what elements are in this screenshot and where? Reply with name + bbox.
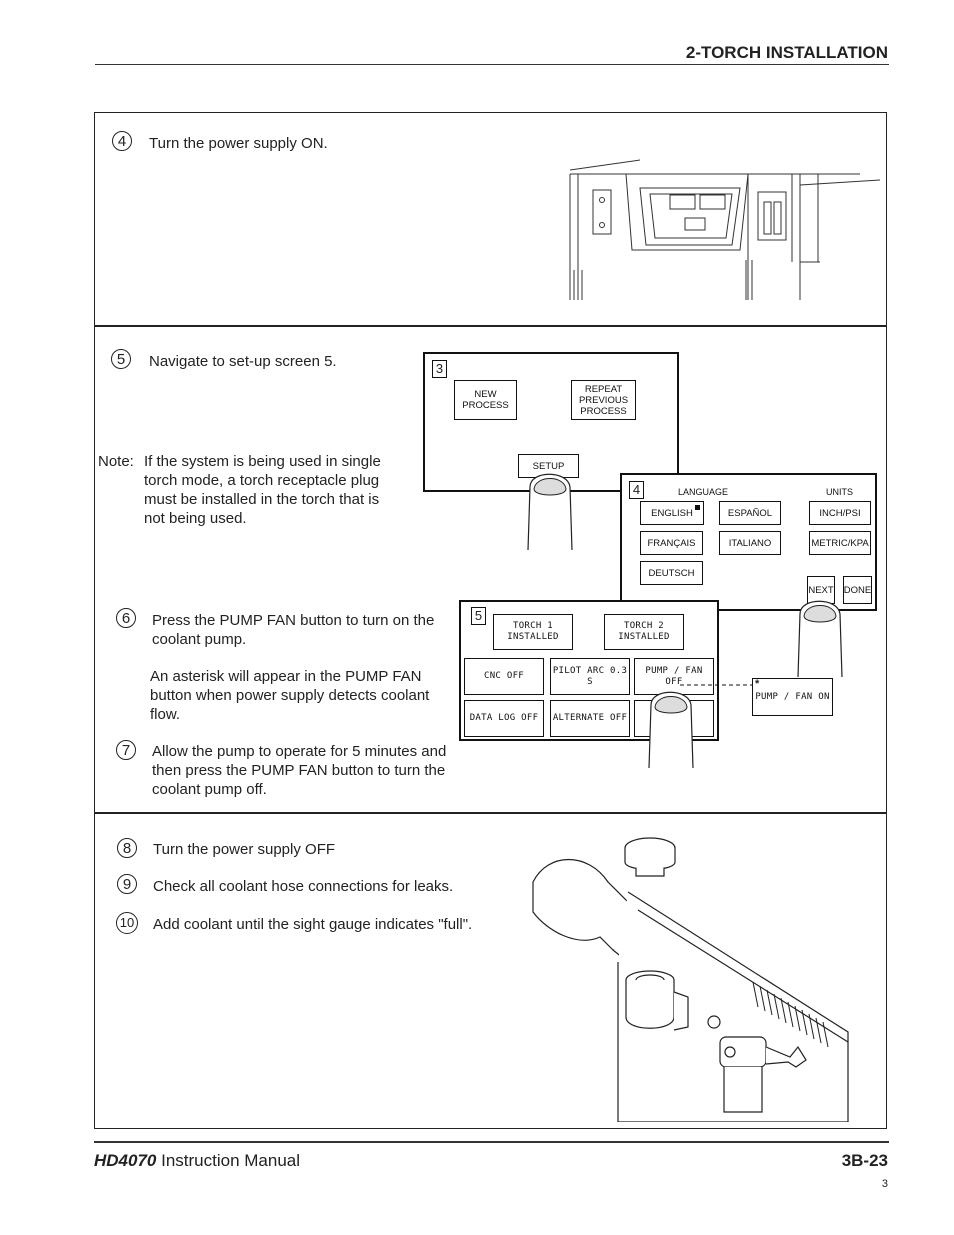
step9-number: 9 (117, 874, 137, 894)
footer-manual-label: Instruction Manual (156, 1151, 301, 1170)
data-log-button[interactable]: DATA LOG OFF (464, 700, 544, 737)
step5-number: 5 (111, 349, 131, 369)
step6-subtext: An asterisk will appear in the PUMP FAN … (150, 668, 430, 723)
step6-number: 6 (116, 608, 136, 628)
section-title: 2-TORCH INSTALLATION (685, 43, 888, 62)
espanol-button[interactable]: ESPAÑOL (719, 501, 781, 525)
alternate-button[interactable]: ALTERNATE OFF (550, 700, 630, 737)
francais-button[interactable]: FRANÇAIS (640, 531, 703, 555)
torch2-installed-button[interactable]: TORCH 2 INSTALLED (604, 614, 684, 650)
footer-model: HD4070 (94, 1151, 157, 1170)
done-button[interactable]: DONE (843, 576, 872, 604)
inch-psi-button[interactable]: INCH/PSI (809, 501, 871, 525)
selected-indicator (695, 505, 700, 510)
step7-text: Allow the pump to operate for 5 minutes … (152, 743, 447, 798)
step5-text: Navigate to set-up screen 5. (149, 353, 337, 370)
pump-fan-on-button[interactable]: PUMP / FAN ON (752, 678, 833, 716)
step4-text: Turn the power supply ON. (149, 135, 328, 152)
coolant-reservoir-illustration (532, 837, 849, 1122)
note-label: Note: (98, 453, 134, 470)
metric-kpa-button[interactable]: METRIC/KPA (809, 531, 871, 555)
step8-10-panel (94, 812, 887, 1129)
units-label: UNITS (826, 487, 853, 497)
pilot-arc-button[interactable]: PILOT ARC 0.3 S (550, 658, 630, 695)
repeat-previous-process-button[interactable]: REPEAT PREVIOUS PROCESS (571, 380, 636, 420)
pump-fan-off-button[interactable]: PUMP / FAN OFF (634, 658, 714, 695)
deutsch-button[interactable]: DEUTSCH (640, 561, 703, 585)
finger-press-icon (648, 691, 694, 768)
setup-button[interactable]: SETUP (518, 454, 579, 478)
step10-text: Add coolant until the sight gauge indica… (153, 916, 473, 933)
screen4-number: 4 (629, 481, 644, 499)
callout-dashed-line (680, 684, 754, 686)
power-supply-illustration (569, 159, 881, 300)
header-rule (95, 64, 889, 65)
footer-rule (94, 1141, 889, 1143)
step4-panel (94, 112, 887, 327)
language-label: LANGUAGE (678, 487, 729, 497)
step8-text: Turn the power supply OFF (153, 841, 336, 858)
finger-press-icon (527, 473, 573, 550)
step9-text: Check all coolant hose connections for l… (153, 878, 454, 895)
step7-number: 7 (116, 740, 136, 760)
asterisk-indicator: * (755, 678, 760, 690)
finger-press-icon (797, 600, 843, 677)
italiano-button[interactable]: ITALIANO (719, 531, 781, 555)
footer-manual-title: HD4070 Instruction Manual (94, 1151, 300, 1171)
new-process-button[interactable]: NEW PROCESS (454, 380, 517, 420)
step6-text: Press the PUMP FAN button to turn on the… (152, 612, 435, 648)
next-button[interactable]: NEXT (807, 576, 835, 604)
step4-number: 4 (112, 131, 132, 151)
step5-7-panel (94, 325, 887, 814)
english-button[interactable]: ENGLISH (640, 501, 704, 525)
screen3-number: 3 (432, 360, 447, 378)
screen5-number: 5 (471, 607, 486, 625)
step8-number: 8 (117, 838, 137, 858)
note-text: If the system is being used in single to… (144, 453, 381, 527)
torch1-installed-button[interactable]: TORCH 1 INSTALLED (493, 614, 573, 650)
footer-page-number: 3 (881, 1178, 888, 1190)
footer-page-code: 3B-23 (841, 1151, 888, 1170)
cnc-off-button[interactable]: CNC OFF (464, 658, 544, 695)
step10-number: 10 (116, 912, 138, 934)
